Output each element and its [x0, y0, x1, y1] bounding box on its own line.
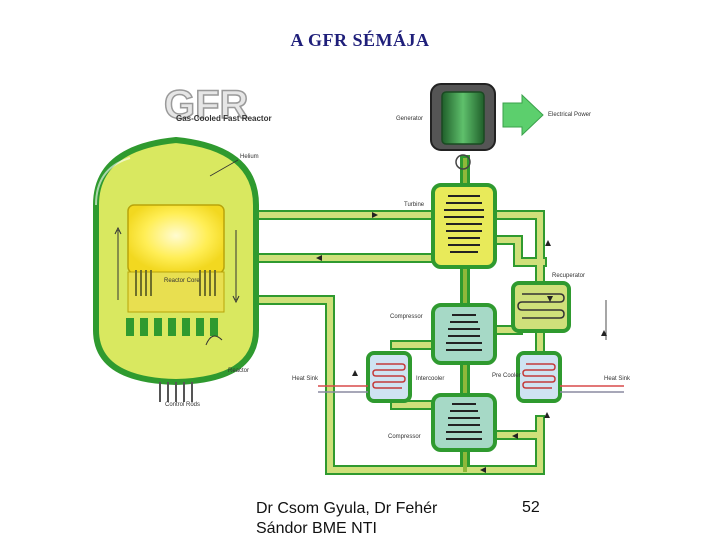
slide-title: A GFR SÉMÁJA	[290, 30, 430, 50]
gfr-logo-subtitle: Gas-Cooled Fast Reactor	[176, 114, 272, 123]
control-rods	[159, 382, 193, 402]
label-recuperator: Recuperator	[552, 273, 585, 279]
heat-sink-lines	[318, 385, 624, 393]
label-electrical-power: Electrical Power	[548, 112, 591, 118]
internal-flow-arrows	[114, 226, 240, 346]
reactor-core	[127, 204, 225, 274]
turbine	[431, 183, 497, 269]
gfr-logo: GFR Gas-Cooled Fast Reactor	[163, 82, 272, 128]
label-reactor-core: Reactor Core	[164, 278, 200, 284]
label-compressor-lower: Compressor	[388, 434, 421, 440]
electrical-power-arrow	[502, 93, 544, 137]
label-turbine: Turbine	[404, 202, 425, 208]
pre-cooler	[516, 351, 562, 403]
label-helium: Helium	[240, 154, 259, 160]
label-intercooler: Intercooler	[416, 376, 444, 382]
generator	[430, 83, 496, 170]
recuperator	[511, 281, 571, 333]
intercooler	[366, 351, 412, 403]
gfr-logo-text: GFR	[164, 83, 249, 127]
label-pre-cooler: Pre Cooler	[492, 373, 521, 379]
label-generator: Generator	[396, 116, 423, 122]
fuel-assemblies	[135, 270, 216, 296]
compressor-lower	[431, 393, 497, 452]
label-compressor-upper: Compressor	[390, 314, 423, 320]
label-heat-sink-left: Heat Sink	[292, 376, 319, 382]
label-heat-sink-right: Heat Sink	[604, 376, 631, 382]
label-reactor: Reactor	[228, 368, 249, 374]
page-number: 52	[522, 499, 540, 516]
label-control-rods: Control Rods	[165, 402, 200, 408]
core-lower-region	[127, 271, 225, 313]
reactor-vessel: Reactor Core	[93, 136, 259, 386]
compressor-upper	[431, 303, 497, 365]
flow-arrows	[316, 212, 607, 473]
core-support-blocks	[126, 318, 218, 336]
footer-author: Dr Csom Gyula, Dr Fehér Sándor BME NTI	[256, 500, 438, 537]
